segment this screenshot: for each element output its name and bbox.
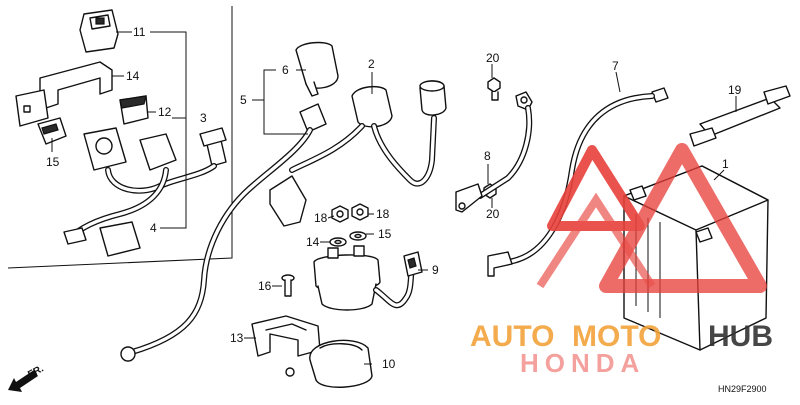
callout-12: 12 — [158, 105, 172, 119]
part-15-washer-left — [329, 237, 347, 247]
callout-15-left: 14 — [306, 235, 320, 249]
watermark-triangle-left — [547, 145, 645, 231]
callout-10: 10 — [382, 357, 396, 371]
watermark-triangle-right — [599, 143, 767, 293]
callout-6: 6 — [282, 63, 289, 77]
part-18-nut-right — [351, 203, 369, 221]
callout-9: 9 — [432, 263, 439, 277]
callout-15-right: 15 — [378, 227, 392, 241]
callout-20-upper: 20 — [486, 51, 500, 65]
callout-11: 11 — [133, 25, 146, 39]
callout-13: 13 — [230, 331, 244, 345]
part-16-clip — [37, 117, 67, 145]
watermark-text-honda: HONDA — [520, 348, 645, 378]
part-20-bolt-upper — [487, 77, 501, 101]
part-12-relay — [119, 95, 149, 125]
part-3-harness-connectors — [63, 127, 227, 257]
part-14-bracket — [15, 61, 113, 127]
callout-4: 4 — [150, 221, 157, 235]
callout-8: 8 — [484, 149, 491, 163]
callout-18-right: 18 — [376, 207, 390, 221]
callout-2: 2 — [368, 57, 375, 71]
part-19-battery-strap — [689, 85, 791, 147]
callout-1: 1 — [722, 157, 729, 171]
callout-16: 15 — [46, 155, 60, 169]
part-6-terminal-boot — [295, 41, 339, 97]
part-1-battery — [623, 165, 769, 351]
callout-18-left: 18 — [314, 211, 328, 225]
callout-labels: 11 14 12 3 15 4 6 5 2 18 18 14 15 9 16 1… — [46, 25, 742, 371]
callout-20-lower: 20 — [486, 207, 500, 221]
watermark-text-moto: MOTO — [572, 320, 661, 353]
watermark-logo: AUTO MOTO HUB HONDA — [470, 143, 773, 378]
part-18-nut-left — [331, 205, 349, 223]
watermark-text-auto: AUTO — [470, 320, 554, 353]
callout-3: 3 — [200, 111, 207, 125]
part-2-sub-harness — [289, 80, 447, 187]
callout-17: 16 — [258, 279, 272, 293]
part-7-positive-cable — [487, 87, 669, 277]
callout-14: 14 — [126, 69, 140, 83]
front-direction-indicator: FR. — [8, 363, 46, 392]
callout-19: 19 — [728, 83, 742, 97]
front-arrow-icon — [8, 370, 38, 392]
part-15-washer-right — [349, 231, 367, 241]
part-9-starter-relay — [313, 245, 423, 311]
callout-leaders — [51, 31, 737, 365]
part-10-relay-cover — [309, 339, 373, 388]
diagram-code: HN29F2900 — [718, 384, 767, 394]
callout-5: 5 — [240, 93, 247, 107]
watermark-chevron — [536, 192, 656, 289]
direction-label: FR. — [26, 363, 46, 380]
inset-frame — [7, 6, 233, 269]
part-11-connector-cap — [79, 9, 119, 53]
watermark-text-hub: HUB — [708, 320, 773, 353]
callout-7: 7 — [612, 59, 619, 73]
part-13-relay-holder — [251, 315, 321, 377]
part-17-bolt — [281, 274, 295, 297]
part-8-negative-cable — [455, 91, 533, 213]
part-5-starter-cable — [120, 103, 327, 362]
